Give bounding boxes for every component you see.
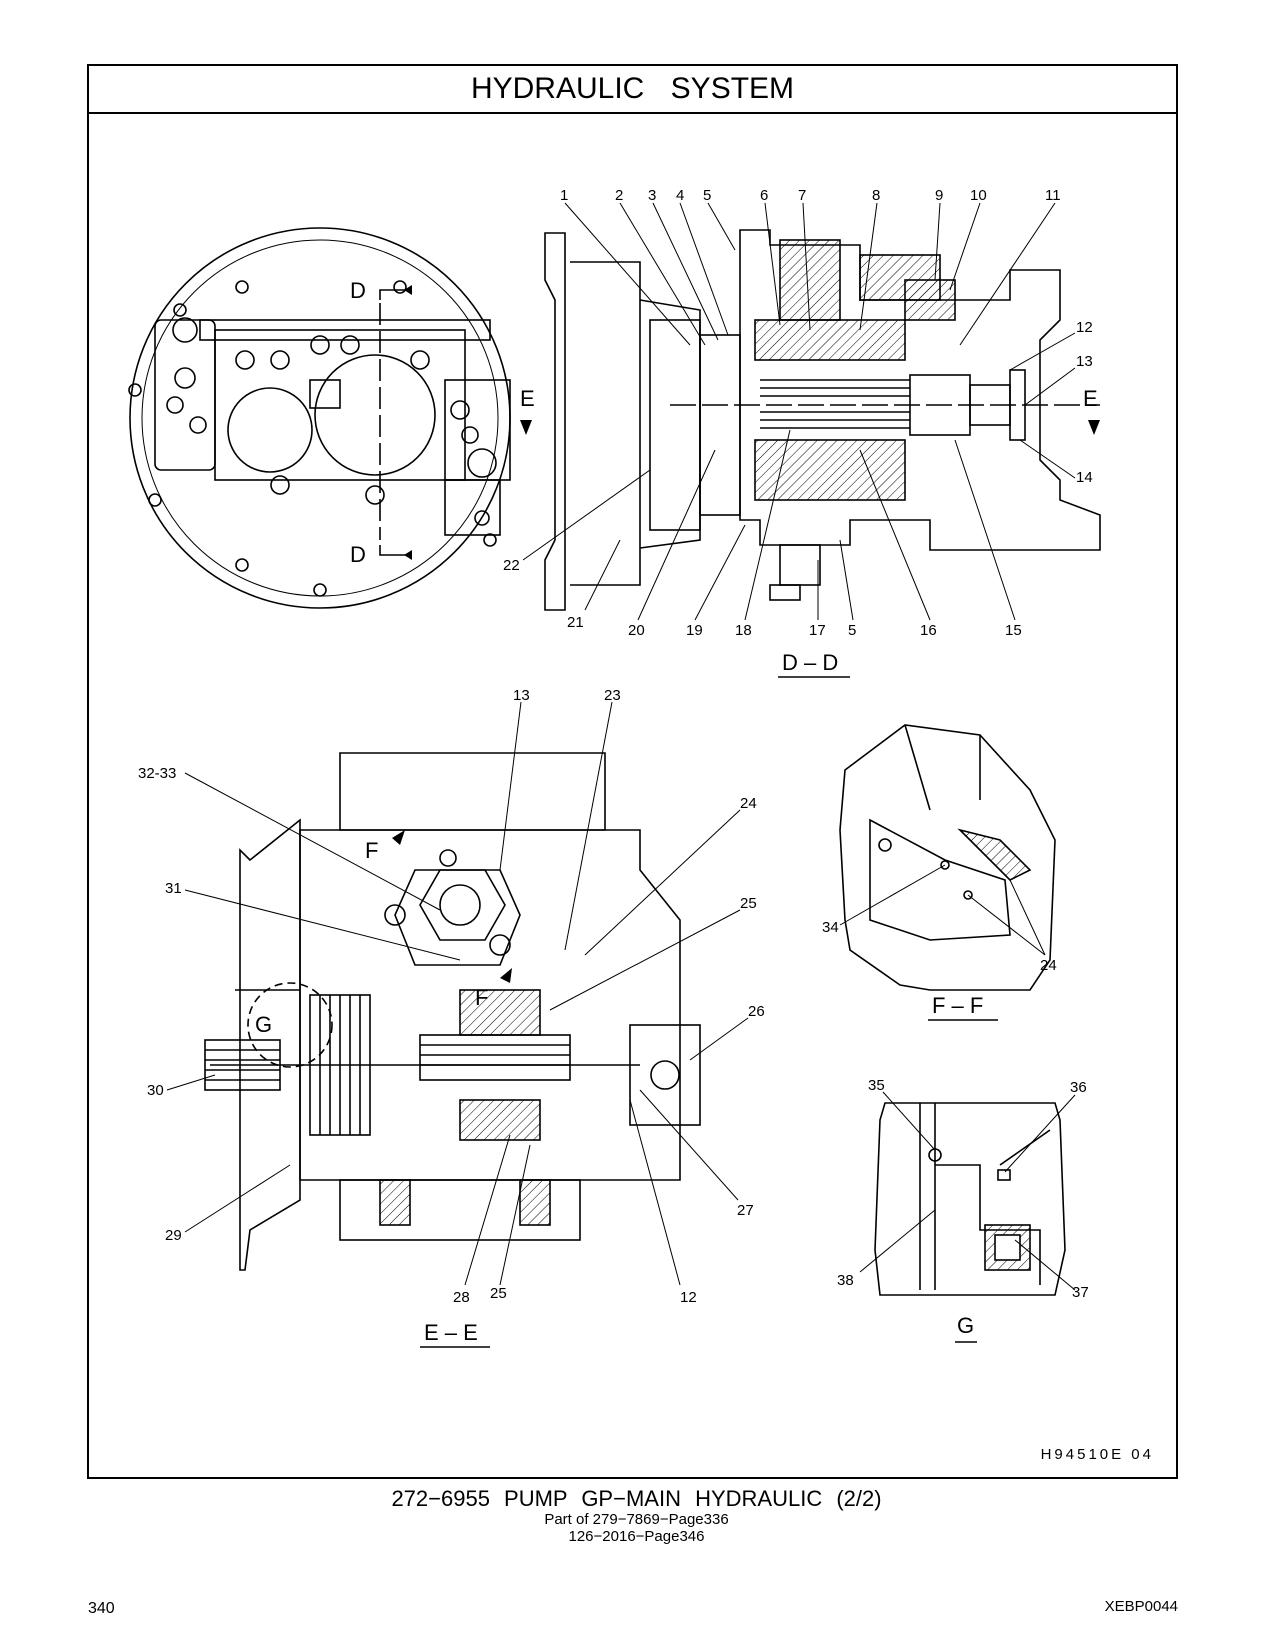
- callout-dd-8: 8: [872, 187, 880, 204]
- callout-dd-22: 22: [503, 557, 520, 574]
- callout-ee-23: 23: [604, 687, 621, 704]
- callout-ee-25b: 25: [490, 1285, 507, 1302]
- section-g-title: G: [957, 1313, 974, 1338]
- section-dd-title: D – D: [782, 650, 838, 675]
- section-dd-drawing: [544, 229, 1101, 611]
- callout-ff-24: 24: [1040, 957, 1057, 974]
- callout-ee-28: 28: [453, 1289, 470, 1306]
- cut-label-e-right: E: [1083, 386, 1098, 411]
- callout-dd-7: 7: [798, 187, 806, 204]
- callout-dd-4: 4: [676, 187, 684, 204]
- callout-dd-9: 9: [935, 187, 943, 204]
- callout-dd-6: 6: [760, 187, 768, 204]
- section-dd-leaders: [522, 202, 1076, 621]
- cut-arrow-e-right: [1088, 420, 1100, 435]
- callout-ee-25: 25: [740, 895, 757, 912]
- cut-label-f-bottom: F: [475, 985, 488, 1010]
- callout-dd-10: 10: [970, 187, 987, 204]
- callout-dd-19: 19: [686, 622, 703, 639]
- cut-label-d-bottom: D: [350, 542, 366, 567]
- page-number: 340: [88, 1600, 115, 1617]
- callout-dd-3: 3: [648, 187, 656, 204]
- callout-dd-15: 15: [1005, 622, 1022, 639]
- callout-dd-2: 2: [615, 187, 623, 204]
- cut-arrow-d-bottom: [404, 550, 412, 560]
- cut-arrow-f-top: [392, 830, 405, 845]
- callout-dd-11: 11: [1045, 187, 1061, 204]
- section-ff-title: F – F: [932, 993, 983, 1018]
- detail-g-drawing: [874, 1102, 1066, 1296]
- section-ff-leaders: [839, 864, 1046, 956]
- section-dd-callouts: 1 2 3 4 5 6 7 8 9 10 11 12 13 14 15 16 5…: [503, 187, 1093, 639]
- callout-dd-14: 14: [1076, 469, 1093, 486]
- cut-label-g: G: [255, 1012, 272, 1037]
- figure-caption: 272−6955 PUMP GP−MAIN HYDRAULIC (2/2) Pa…: [0, 1486, 1273, 1546]
- callout-g-38: 38: [837, 1272, 854, 1289]
- illustration-code: H94510E 04: [1040, 1446, 1154, 1463]
- callout-ee-27: 27: [737, 1202, 754, 1219]
- caption-line-3: 126−2016−Page346: [568, 1528, 705, 1545]
- section-ee-callouts: 13 23 32-33 24 31 25 26 30 27 29 28 25 1…: [138, 687, 765, 1306]
- callout-ee-24: 24: [740, 795, 757, 812]
- cut-arrow-d-top: [404, 285, 412, 295]
- document-id: XEBP0044: [1104, 1598, 1178, 1615]
- callout-dd-1: 1: [560, 187, 568, 204]
- section-ee-leaders: [166, 701, 749, 1286]
- callout-dd-13: 13: [1076, 353, 1093, 370]
- section-ee-title: E – E: [424, 1320, 478, 1345]
- callout-ee-12: 12: [680, 1289, 697, 1306]
- callout-g-37: 37: [1072, 1284, 1089, 1301]
- callout-g-35: 35: [868, 1077, 885, 1094]
- section-ee-drawing: [204, 752, 701, 1271]
- callout-ee-13: 13: [513, 687, 530, 704]
- callout-dd-21: 21: [567, 614, 584, 631]
- callout-ff-34: 34: [822, 919, 839, 936]
- callout-ee-32-33: 32-33: [138, 765, 176, 782]
- callout-dd-20: 20: [628, 622, 645, 639]
- callout-dd-16: 16: [920, 622, 937, 639]
- callout-g-36: 36: [1070, 1079, 1087, 1096]
- cut-label-d-top: D: [350, 278, 366, 303]
- page-title: HYDRAULIC SYSTEM: [89, 66, 1176, 114]
- cut-label-f-top: F: [365, 838, 378, 863]
- callout-dd-12: 12: [1076, 319, 1093, 336]
- pump-end-view: [128, 227, 511, 609]
- page-title-text: HYDRAULIC SYSTEM: [470, 72, 795, 105]
- detail-g-leaders: [859, 1091, 1076, 1291]
- callout-ee-30: 30: [147, 1082, 164, 1099]
- callout-dd-5b: 5: [848, 622, 856, 639]
- callout-ee-29: 29: [165, 1227, 182, 1244]
- caption-main: 272−6955 PUMP GP−MAIN HYDRAULIC (2/2): [391, 1486, 882, 1511]
- cut-arrow-f-bottom: [500, 968, 512, 983]
- callout-dd-17: 17: [809, 622, 826, 639]
- cut-label-e-left: E: [520, 386, 535, 411]
- callout-dd-18: 18: [735, 622, 752, 639]
- callout-dd-5: 5: [703, 187, 711, 204]
- cut-arrow-e-left: [520, 420, 532, 435]
- caption-line-2: Part of 279−7869−Page336: [544, 1511, 729, 1528]
- section-ff-drawing: [839, 724, 1056, 991]
- callout-ee-31: 31: [165, 880, 182, 897]
- drawing-frame: HYDRAULIC SYSTEM H94510E 04: [87, 64, 1178, 1479]
- callout-ee-26: 26: [748, 1003, 765, 1020]
